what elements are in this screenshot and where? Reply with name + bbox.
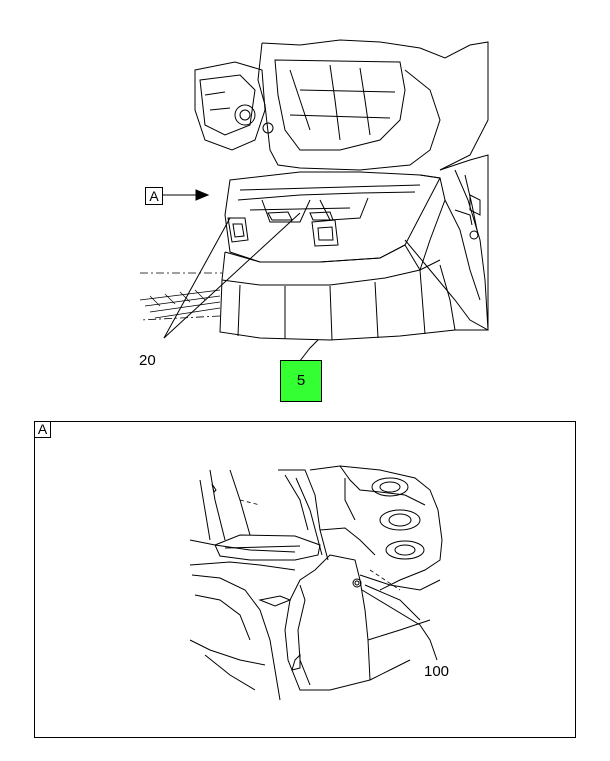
detail-view-title: A [34, 421, 51, 438]
part-100-label: 100 [424, 663, 450, 680]
detail-view-title-label: A [37, 421, 48, 437]
view-ref-box: A [145, 187, 163, 205]
part-5-highlight[interactable]: 5 [280, 360, 322, 402]
part-5-label: 5 [296, 372, 306, 389]
detail-view-frame [34, 421, 576, 738]
part-20-label: 20 [139, 352, 156, 369]
view-ref-label: A [149, 188, 159, 204]
